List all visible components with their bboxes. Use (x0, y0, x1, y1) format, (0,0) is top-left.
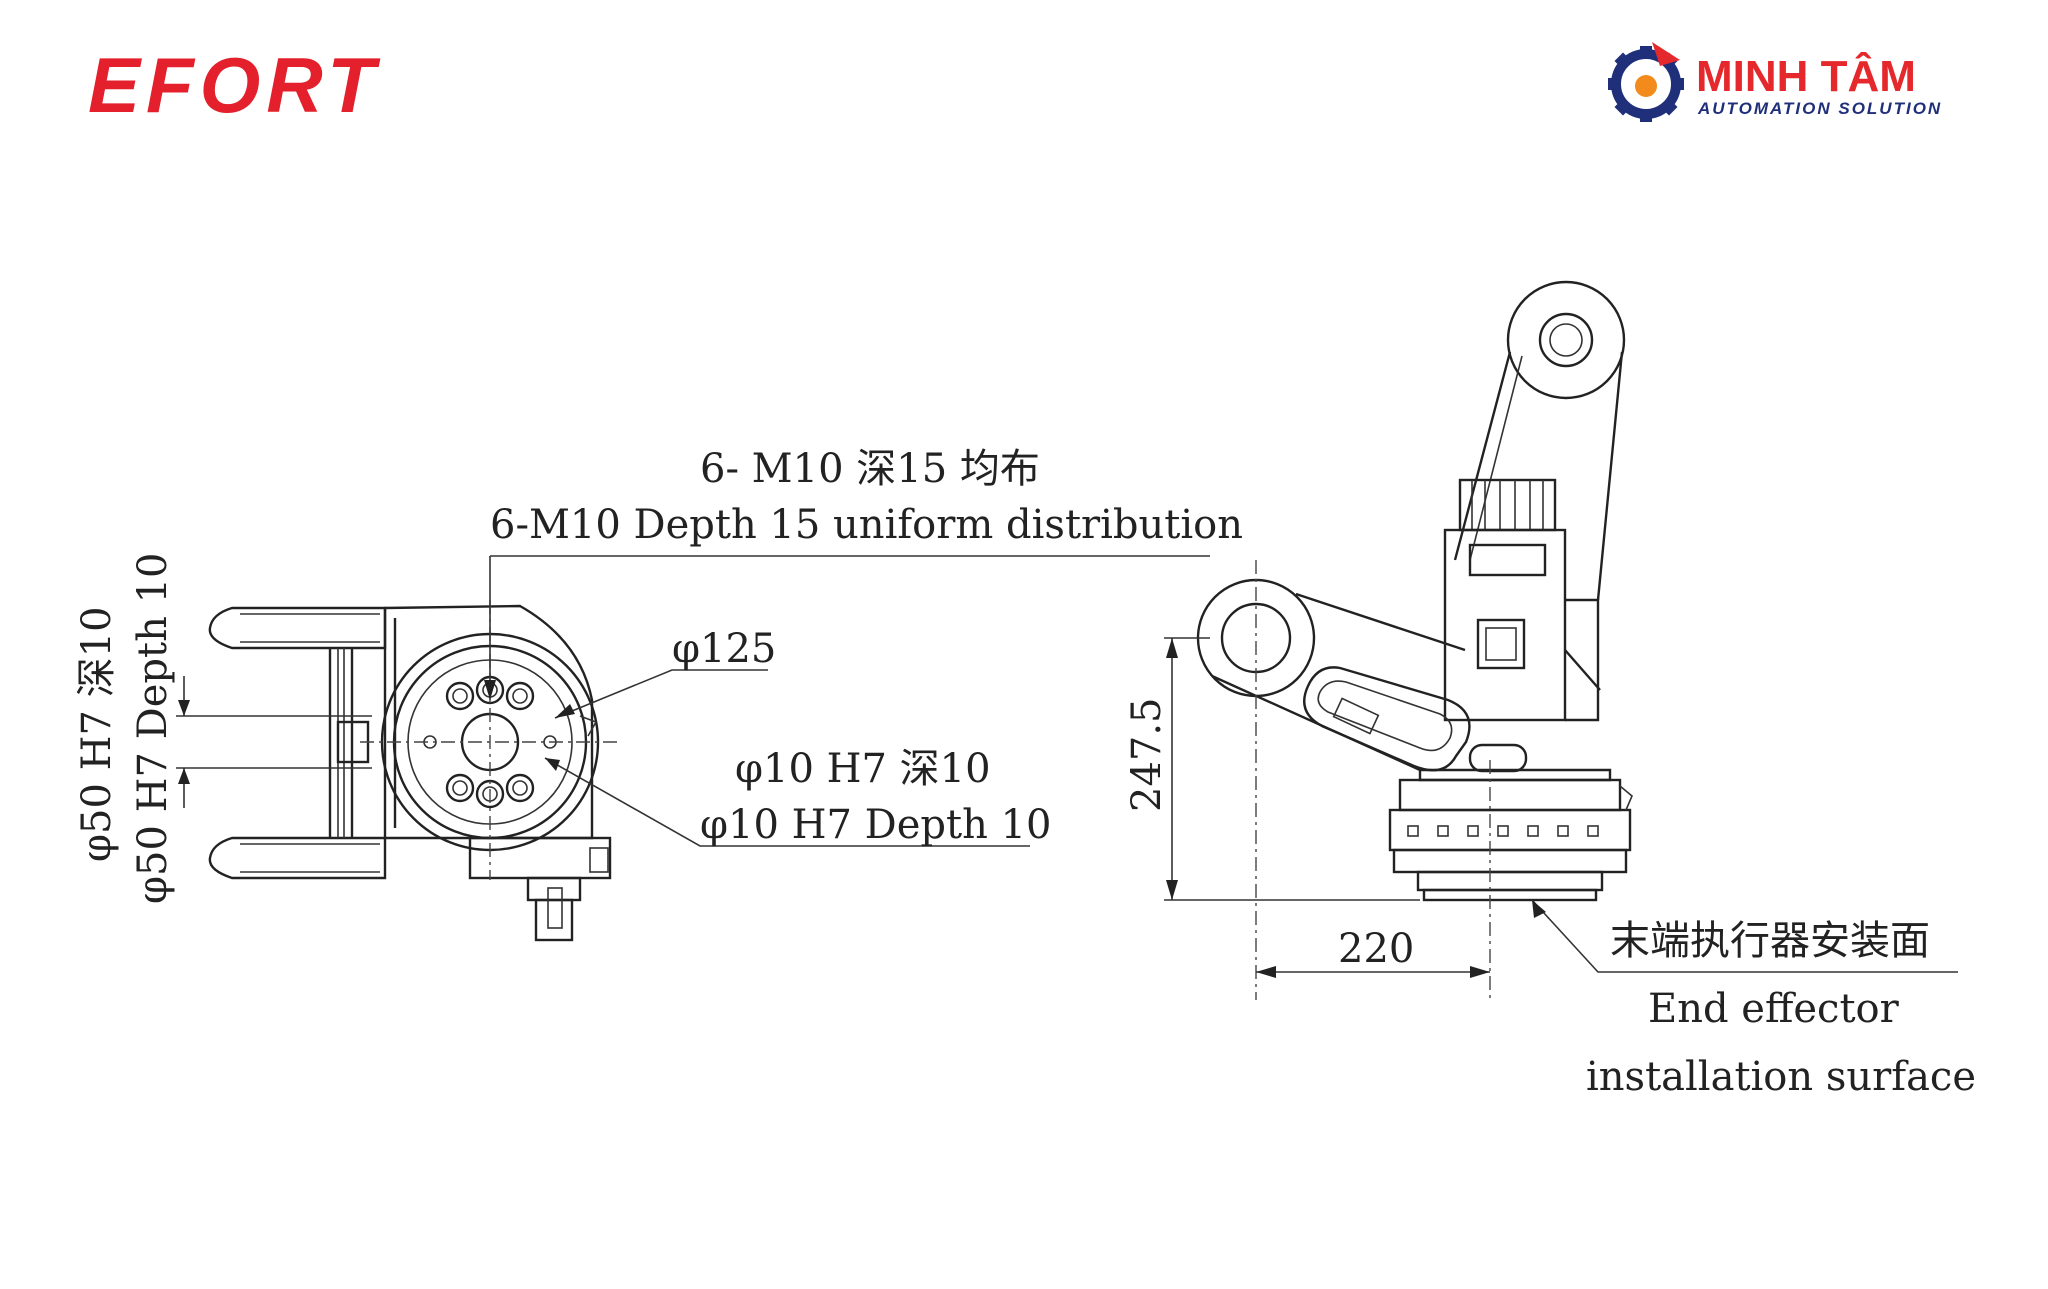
pin-label-cn: φ10 H7 深10 (735, 746, 991, 792)
side-view-dimensions (1164, 637, 1958, 978)
front-view-dimensions (176, 555, 1210, 847)
flange-diameter-label: φ125 (672, 626, 776, 672)
front-view (208, 600, 620, 942)
height-dimension-label: 247.5 (1124, 697, 1170, 812)
side-view (1196, 280, 1633, 1000)
efort-logo-text: EFORT (88, 41, 381, 129)
width-dimension-label: 220 (1338, 926, 1414, 972)
gear-icon (1608, 42, 1684, 122)
pin-label-en: φ10 H7 Depth 10 (700, 802, 1051, 848)
bore-label-cn: φ50 H7 深10 (74, 606, 120, 862)
surface-label-en-2: installation surface (1586, 1054, 1976, 1100)
surface-label-cn: 末端执行器安装面 (1610, 918, 1930, 964)
minh-tam-title: MINH TÂM (1696, 51, 1916, 101)
bolt-label-cn: 6- M10 深15 均布 (700, 446, 1040, 492)
efort-logo: EFORT (88, 41, 381, 129)
bolt-label-en: 6-M10 Depth 15 uniform distribution (490, 502, 1243, 548)
bore-label-en: φ50 H7 Depth 10 (130, 553, 176, 904)
minh-tam-logo: MINH TÂM AUTOMATION SOLUTION (1608, 42, 1942, 122)
minh-tam-subtitle: AUTOMATION SOLUTION (1697, 99, 1942, 118)
surface-label-en-1: End effector (1648, 986, 1900, 1032)
